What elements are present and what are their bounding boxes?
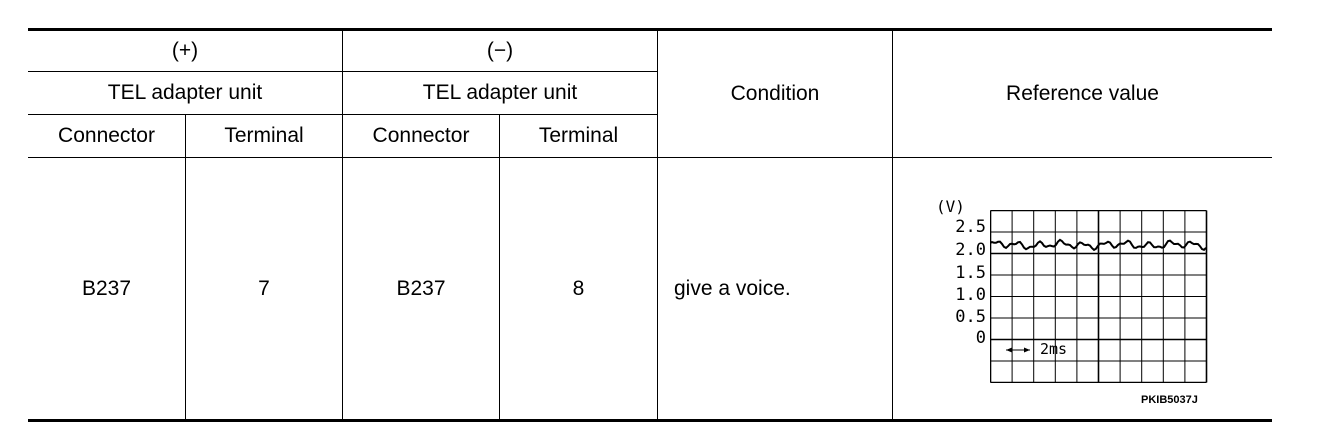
plus-connector-value: B237	[81, 276, 132, 300]
minus-terminal-value: 8	[572, 276, 585, 300]
y-tick-label: 2.0	[955, 240, 986, 260]
scope-grid	[990, 210, 1208, 383]
y-tick-label: 1.5	[955, 263, 986, 283]
minus-connector-value: B237	[396, 276, 446, 300]
col-divider-condition	[657, 28, 658, 420]
plus-unit-label: TEL adapter unit	[107, 81, 263, 104]
header-bottom-divider	[28, 157, 1272, 158]
col-divider-minus-connector	[499, 114, 500, 420]
y-tick-label: 0	[975, 328, 986, 348]
time-div-arrow-right	[1024, 347, 1030, 353]
minus-unit-label: TEL adapter unit	[422, 81, 578, 104]
time-div-arrow-left	[1006, 347, 1012, 353]
table-top-border	[28, 28, 1272, 31]
terminal-reference-table: (+) (−) TEL adapter unit TEL adapter uni…	[28, 28, 1272, 422]
plus-connector-header: Connector	[58, 124, 155, 147]
col-divider-reference	[892, 28, 893, 420]
plus-terminal-header: Terminal	[224, 124, 304, 147]
reference-value-header: Reference value	[1006, 81, 1159, 105]
figure-code: PKIB5037J	[1141, 394, 1198, 406]
plus-terminal-value: 7	[258, 276, 270, 300]
plus-group-label: (+)	[171, 38, 199, 62]
voltage-unit-label: (V)	[936, 197, 965, 216]
minus-group-label: (−)	[486, 38, 514, 62]
waveform-trace	[990, 238, 1207, 252]
y-tick-label: 1.0	[955, 285, 986, 305]
condition-value: give a voice.	[674, 276, 791, 300]
y-tick-label: 2.5	[955, 217, 986, 237]
col-divider-plus-minus	[342, 28, 343, 420]
time-div-label: 2ms	[1040, 340, 1068, 358]
minus-connector-header: Connector	[372, 124, 470, 147]
condition-header: Condition	[730, 81, 820, 105]
y-tick-label: 0.5	[955, 307, 986, 327]
table-bottom-border	[28, 419, 1272, 422]
col-divider-plus-connector	[185, 114, 186, 420]
minus-terminal-header: Terminal	[538, 124, 619, 147]
